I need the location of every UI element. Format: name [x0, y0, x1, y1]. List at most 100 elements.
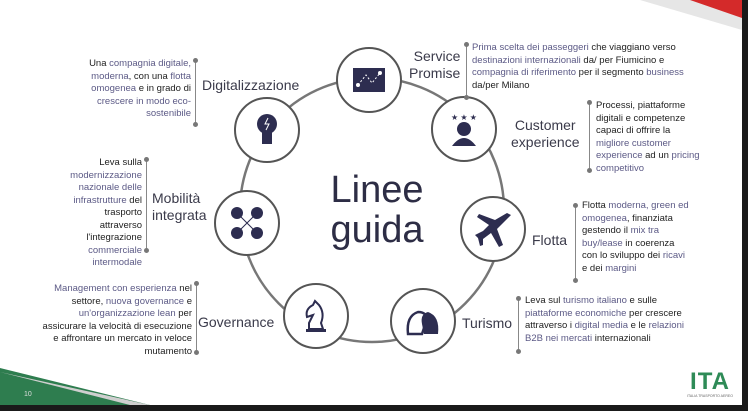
desc-segment: pricing competitivo — [596, 150, 700, 174]
customer-stars-icon: ★ ★ ★ — [451, 113, 477, 146]
desc-segment: migliore customer experience — [596, 137, 671, 162]
divider — [144, 157, 149, 253]
lightbulb-icon — [257, 114, 277, 144]
title-line: Digitalizzazione — [202, 77, 300, 93]
divider — [573, 203, 578, 283]
digitalizzazione-circle[interactable] — [234, 97, 300, 163]
desc-segment: da/per Milano — [472, 79, 530, 91]
desc-segment: Prima scelta dei passeggeri — [472, 42, 589, 53]
desc-segment: Management con esperienza — [54, 283, 177, 294]
desc-segment: nuova governance — [105, 295, 185, 307]
desc-segment: margini — [605, 262, 637, 274]
desc-segment: da/ per Fiumicino e — [580, 54, 665, 66]
governance-circle[interactable] — [283, 283, 349, 349]
logo-subtitle: ITALIA TRASPORTO AEREO — [687, 394, 733, 398]
title-digitalizzazione: Digitalizzazione — [202, 77, 299, 94]
title-line: Customer — [514, 117, 576, 133]
logo-text: ITA — [690, 368, 730, 395]
route-map-icon — [353, 68, 385, 92]
desc-segment: internazionali — [592, 332, 651, 344]
top-right-red-triangle — [690, 0, 742, 18]
desc-segment: ricavi — [662, 250, 685, 261]
desc-segment: Leva sul — [525, 295, 564, 306]
transport-network-icon — [231, 207, 263, 239]
divider — [587, 100, 592, 173]
svg-text:★ ★ ★: ★ ★ ★ — [451, 113, 477, 122]
desc-segment: per crescere attraverso i — [525, 307, 682, 332]
desc-segment: del trasporto attraverso l'integrazione — [86, 194, 142, 244]
desc-segment: e dei — [582, 262, 606, 274]
chess-knight-icon — [305, 299, 326, 332]
divider — [194, 281, 199, 355]
title-line: Governance — [198, 314, 275, 330]
heads-icon — [406, 310, 439, 336]
desc-segment: e sulle — [626, 295, 658, 306]
bottom-left-band — [0, 372, 150, 405]
desc-segment: in coerenza con lo sviluppo dei — [582, 237, 675, 262]
desc-segment: mix tra buy/lease — [582, 225, 660, 249]
desc-segment: Processi, piattaforme digitali e compete… — [596, 100, 686, 136]
desc-segment: ad un — [642, 150, 672, 161]
desc-segment: relazioni B2B nei mercati — [525, 320, 684, 344]
title-line: Turismo — [462, 315, 513, 331]
divider — [193, 58, 198, 127]
desc-segment: un'organizzazione lean — [78, 308, 176, 319]
center-title: Linee guida — [322, 170, 432, 250]
flotta-circle[interactable] — [460, 196, 526, 262]
desc-segment: Leva sulla — [99, 157, 142, 168]
desc-segment: , finanziata gestendo il — [582, 212, 673, 237]
desc-segment: flotta omogenea — [91, 70, 191, 95]
center-title-line: Linee — [330, 169, 424, 211]
title-line: Service — [413, 48, 461, 64]
customer-experience-circle[interactable]: ★ ★ ★ — [431, 96, 497, 162]
ita-logo: ITA ITALIA TRASPORTO AEREO — [684, 368, 736, 399]
desc-segment: business — [646, 67, 684, 78]
desc-segment: e in grado di — [136, 83, 191, 94]
desc-segment: modernizzazione nazionale delle infrastr… — [70, 169, 142, 206]
title-line: experience — [511, 134, 580, 150]
desc-segment: destinazioni internazionali — [472, 54, 581, 66]
desc-mobilita: Leva sulla modernizzazione nazionale del… — [62, 157, 142, 270]
desc-segment: nel settore, — [71, 283, 192, 307]
divider — [516, 296, 521, 354]
desc-segment: piattaforme economiche — [525, 307, 627, 319]
desc-segment: turismo italiano — [563, 295, 627, 306]
desc-governance: Management con esperienza nel settore, n… — [40, 283, 192, 358]
desc-segment: per il segmento — [576, 67, 647, 78]
desc-segment: che viaggiano verso — [588, 42, 676, 53]
desc-segment: digital media — [574, 320, 628, 331]
desc-segment: Flotta — [582, 200, 606, 211]
title-line: Mobilità — [152, 190, 201, 206]
desc-segment: compagnia digitale, moderna — [91, 58, 191, 82]
page-number: 10 — [24, 391, 32, 398]
desc-segment: e — [184, 295, 192, 307]
title-line: integrata — [152, 207, 207, 223]
divider — [464, 42, 469, 100]
service-promise-circle[interactable] — [336, 47, 402, 113]
title-flotta: Flotta — [532, 232, 567, 249]
title-line: Flotta — [532, 232, 568, 248]
title-turismo: Turismo — [462, 315, 512, 332]
title-line: Promise — [409, 65, 461, 81]
turismo-circle[interactable] — [390, 288, 456, 354]
desc-segment: Una — [89, 58, 110, 69]
center-title-line: guida — [330, 209, 424, 251]
desc-turismo: Leva sul turismo italiano e sulle piatta… — [525, 295, 695, 345]
desc-customer-experience: Processi, piattaforme digitali e compete… — [596, 100, 706, 175]
desc-segment: , con una — [128, 70, 171, 82]
airplane-icon — [475, 213, 511, 247]
desc-segment: compagnia di riferimento — [472, 67, 577, 78]
desc-flotta: Flotta moderna, green ed omogenea, finan… — [582, 200, 690, 275]
desc-digitalizzazione: Una compagnia digitale, moderna, con una… — [78, 58, 191, 121]
title-governance: Governance — [198, 314, 274, 331]
mobilita-circle[interactable] — [214, 190, 280, 256]
desc-segment: e le — [627, 320, 649, 331]
desc-segment: commerciale intermodale — [88, 244, 142, 269]
desc-segment: per assicurare la velocità di esecuzione… — [42, 308, 192, 357]
bottom-left-green-triangle — [0, 368, 150, 405]
desc-service-promise: Prima scelta dei passeggeri che viaggian… — [472, 42, 712, 92]
